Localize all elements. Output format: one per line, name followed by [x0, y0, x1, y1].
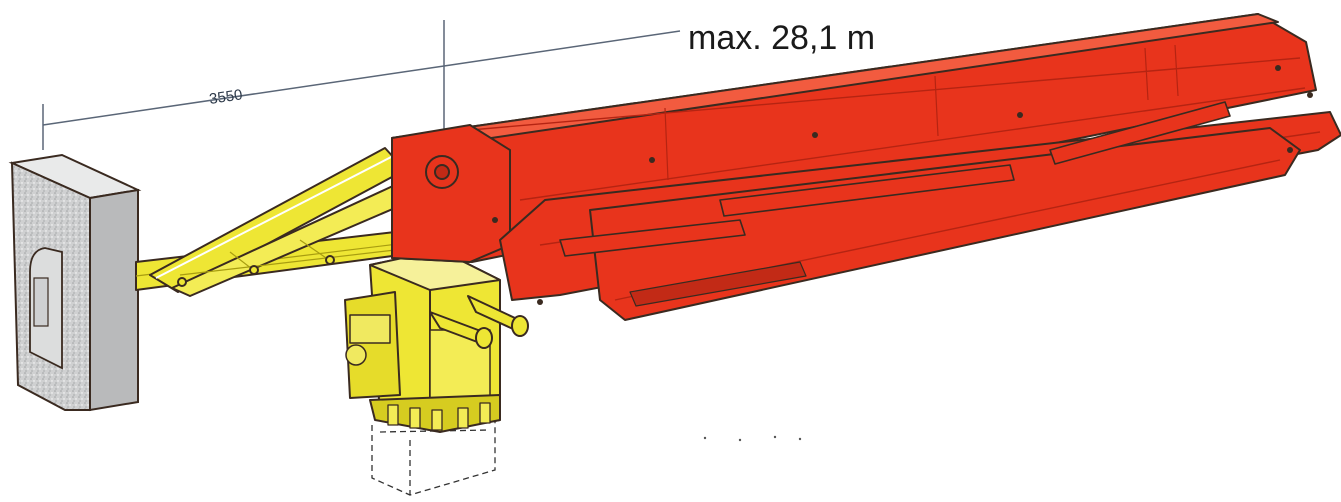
turret-bolts — [387, 402, 491, 431]
turret-pins — [429, 295, 529, 349]
hydraulic-cylinders — [559, 101, 1231, 257]
boom-panel-seams — [664, 44, 1179, 181]
dim-line-3550 — [42, 65, 445, 126]
dim-label-3550: 3550 — [208, 86, 244, 108]
boom-rivets — [492, 65, 1313, 305]
slewing-turret — [344, 249, 529, 433]
scan-specks — [703, 435, 802, 442]
dim-label-max-reach: max. 28,1 m — [688, 19, 875, 57]
support-frame — [135, 147, 406, 297]
dimension-lines: 3550 max. 28,1 m — [42, 19, 875, 150]
placing-boom — [391, 13, 1341, 321]
boom-knuckle-head — [391, 124, 511, 263]
counterweight-block — [8, 153, 142, 412]
dim-line-reach — [443, 30, 681, 67]
